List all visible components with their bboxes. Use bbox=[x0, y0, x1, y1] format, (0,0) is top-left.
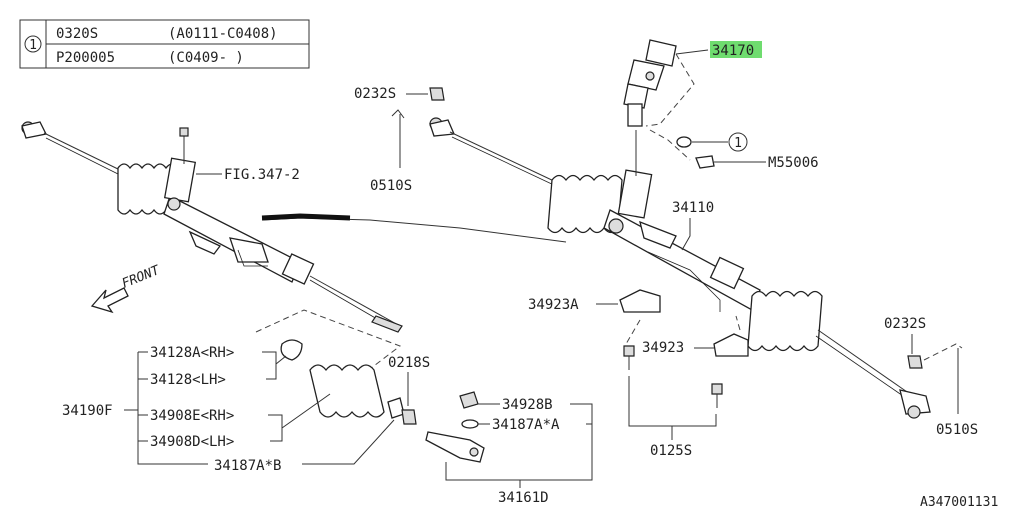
label-34187aa[interactable]: 34187A*A bbox=[492, 417, 560, 433]
legend-marker-circle bbox=[24, 35, 42, 53]
bracket-34923a bbox=[619, 289, 661, 313]
label-0510s-left[interactable]: 0510S bbox=[370, 178, 412, 194]
snap-ring bbox=[461, 419, 479, 429]
label-34187ab[interactable]: 34187A*B bbox=[214, 458, 281, 474]
bolt bbox=[695, 155, 715, 169]
front-arrow: FRONT bbox=[90, 263, 163, 314]
legend-table: 1 0320S (A0111-C0408) P200005 (C0409- ) bbox=[19, 19, 310, 69]
front-arrow-icon bbox=[90, 287, 129, 314]
legend-row-1-part: 0320S bbox=[56, 26, 98, 42]
diagram-id: A347001131 bbox=[920, 495, 998, 510]
ref-1-circle bbox=[728, 132, 748, 152]
label-fig-347-2[interactable]: FIG.347-2 bbox=[224, 167, 300, 183]
washer bbox=[676, 136, 692, 148]
tie-rod-end bbox=[425, 431, 485, 463]
left-steering-gear bbox=[21, 121, 403, 333]
rack-boot bbox=[309, 364, 385, 418]
label-34923[interactable]: 34923 bbox=[642, 340, 684, 356]
label-34908d[interactable]: 34908D<LH> bbox=[150, 434, 234, 450]
nut-top-left bbox=[429, 87, 445, 101]
dust-seal bbox=[459, 391, 479, 409]
bolt-0125s-b bbox=[711, 383, 723, 395]
label-34170[interactable]: 34170 bbox=[712, 43, 754, 59]
label-34128[interactable]: 34128<LH> bbox=[150, 372, 226, 388]
nut-right bbox=[907, 355, 923, 369]
label-34110[interactable]: 34110 bbox=[672, 200, 714, 216]
view-pointer-bold bbox=[261, 213, 351, 221]
view-pointer-line bbox=[261, 217, 567, 243]
label-m55006[interactable]: M55006 bbox=[768, 155, 819, 171]
legend-marker: 1 bbox=[29, 38, 37, 53]
ref-1: 1 bbox=[734, 136, 742, 151]
legend-row-1-range: (A0111-C0408) bbox=[168, 26, 278, 42]
legend-row-2-part: P200005 bbox=[56, 50, 115, 66]
highlight-34170 bbox=[710, 41, 762, 58]
label-0510s-right[interactable]: 0510S bbox=[936, 422, 978, 438]
label-34928b[interactable]: 34928B bbox=[502, 397, 553, 413]
boot-clamp bbox=[280, 339, 303, 361]
legend-row-2-range: (C0409- ) bbox=[168, 50, 244, 66]
label-34908e[interactable]: 34908E<RH> bbox=[150, 408, 234, 424]
label-0232s-right[interactable]: 0232S bbox=[884, 316, 926, 332]
bolt-0125s-a bbox=[623, 345, 635, 357]
label-0218s[interactable]: 0218S bbox=[388, 355, 430, 371]
label-0125s[interactable]: 0125S bbox=[650, 443, 692, 459]
small-clamp bbox=[387, 397, 405, 419]
label-34923a[interactable]: 34923A bbox=[528, 297, 579, 313]
right-steering-gear bbox=[429, 117, 931, 419]
universal-joint bbox=[623, 39, 677, 127]
label-front: FRONT bbox=[120, 263, 163, 292]
label-34128a[interactable]: 34128A<RH> bbox=[150, 345, 234, 361]
kit-dashed-outline bbox=[255, 309, 402, 373]
nut-0218s bbox=[401, 409, 417, 425]
bracket-34923 bbox=[713, 333, 749, 357]
label-34190f[interactable]: 34190F bbox=[62, 403, 113, 419]
label-34161d[interactable]: 34161D bbox=[498, 490, 549, 506]
label-0232s-top[interactable]: 0232S bbox=[354, 86, 396, 102]
